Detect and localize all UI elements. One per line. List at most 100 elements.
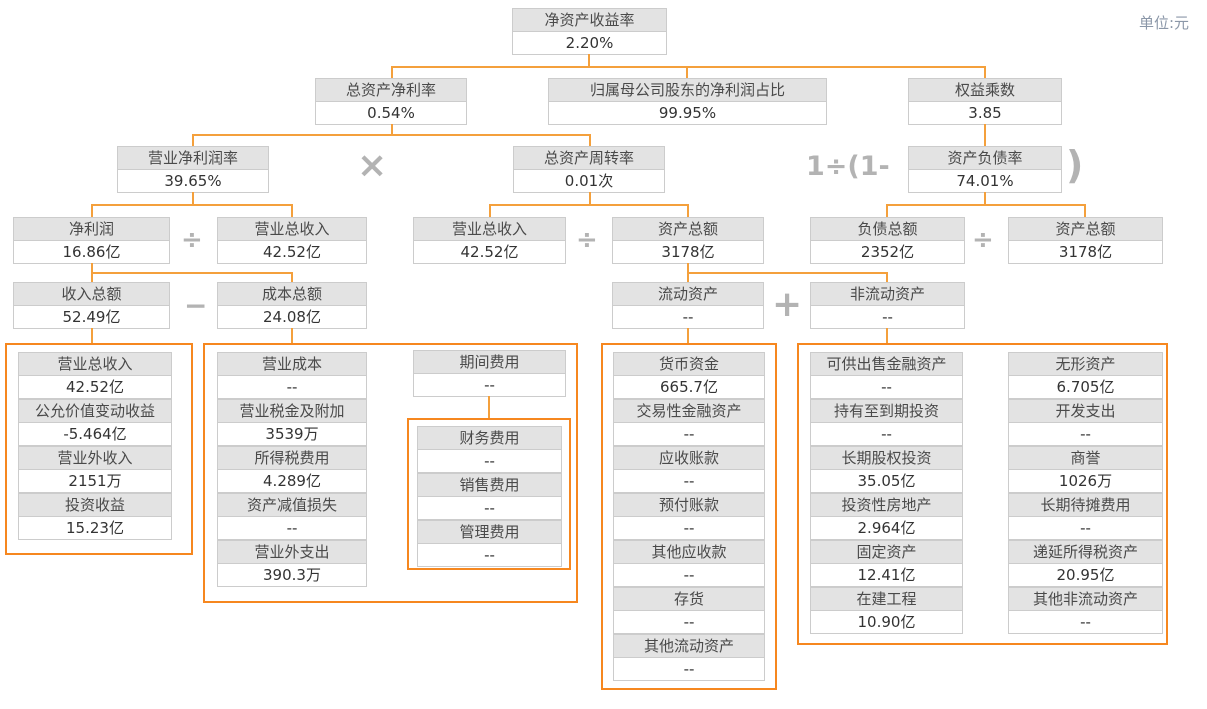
detail-item: 存货-- [613,587,765,634]
connector-line [886,204,1085,206]
connector-line [984,124,986,146]
detail-item-value: -5.464亿 [63,425,127,443]
node-total-assets-2: 资产总额 3178亿 [1008,217,1163,264]
detail-item-value: 35.05亿 [857,472,916,490]
period-expense-detail-list: 财务费用--销售费用 -- 管理费用-- [417,426,562,567]
connector-line [291,272,293,282]
node-label: 资产总额 [1009,218,1162,241]
detail-item: 管理费用-- [417,520,562,567]
connector-line [984,66,986,78]
node-label: 成本总额 [218,283,366,306]
node-noncurrent-assets: 非流动资产 -- [810,282,965,329]
node-roe-label: 净资产收益率 [513,9,666,32]
node-value: 99.95% [658,104,717,122]
detail-item-value: -- [683,472,695,490]
node-label: 营业净利润率 [118,147,268,170]
connector-line [886,328,888,343]
detail-item: 营业成本-- [217,352,367,399]
node-value: 74.01% [956,172,1014,190]
connector-line [91,272,93,282]
detail-item: 货币资金 665.7亿 [613,352,765,399]
detail-item-label: 销售费用 [418,474,561,497]
detail-item-label: 其他流动资产 [614,635,764,658]
node-value: -- [682,308,694,326]
node-debt-asset-ratio: 资产负债率 74.01% [908,146,1062,193]
node-roe-value: 2.20% [565,34,614,52]
detail-item-label: 在建工程 [811,588,962,611]
connector-line [686,66,688,78]
income-detail-group [5,343,193,555]
node-value: 42.52亿 [263,243,321,261]
node-roe: 净资产收益率 2.20% [512,8,667,55]
node-total-asset-net-margin: 总资产净利率 0.54% [315,78,467,125]
detail-item-value: 665.7亿 [660,378,718,396]
detail-item-label: 预付账款 [614,494,764,517]
detail-item: 交易性金融资产-- [613,399,765,446]
detail-item-label: 管理费用 [418,521,561,544]
detail-item-label: 可供出售金融资产 [811,353,962,376]
connector-line [91,204,293,206]
detail-item-value: -- [683,613,695,631]
node-total-asset-turnover: 总资产周转率 0.01次 [513,146,665,193]
node-label: 营业总收入 [218,218,366,241]
unit-label: 单位:元 [1138,14,1189,32]
detail-item-label: 货币资金 [614,353,764,376]
detail-item-value: -- [683,566,695,584]
detail-item: 财务费用-- [417,426,562,473]
cost-detail-group [203,343,578,603]
connector-line [588,54,590,66]
node-value: 0.54% [367,104,415,122]
detail-item-value: 10.90亿 [857,613,916,631]
connector-line [391,124,393,134]
detail-item-label: 无形资产 [1009,353,1162,376]
detail-item-value: 20.95亿 [1056,566,1115,584]
node-label: 期间费用 [414,351,565,374]
node-total-assets-1: 资产总额 3178亿 [612,217,764,264]
detail-item-label: 投资性房地产 [811,494,962,517]
detail-item: 其他非流动资产-- [1008,587,1163,634]
close-paren-formula: ) [1066,143,1084,187]
node-current-assets: 流动资产 -- [612,282,764,329]
divide-operator: ÷ [576,225,598,255]
detail-item-label: 营业税金及附加 [218,400,366,423]
period-expense-detail-group [407,418,571,570]
detail-item: 其他应收款-- [613,540,765,587]
node-period-expense: 期间费用 -- [413,350,566,397]
detail-item: 在建工程 10.90亿 [810,587,963,634]
detail-item-label: 所得税费用 [218,447,366,470]
detail-item: 应收账款 -- [613,446,765,493]
detail-item-value: -- [1080,613,1091,631]
node-income-total: 收入总额 52.49亿 [13,282,170,329]
connector-line [91,204,93,217]
detail-item: 可供出售金融资产 -- [810,352,963,399]
detail-item: 投资性房地产 2.964亿 [810,493,963,540]
node-total-liabilities: 负债总额 2352亿 [810,217,965,264]
current-assets-detail-group [601,343,777,690]
node-label: 净利润 [14,218,169,241]
node-label: 总资产周转率 [514,147,664,170]
detail-item-value: -- [881,378,892,396]
node-label: 负债总额 [811,218,964,241]
detail-item-label: 商誉 [1009,447,1162,470]
detail-item-value: 2.964亿 [857,519,916,537]
detail-item-label: 应收账款 [614,447,764,470]
connector-line [91,328,93,343]
connector-line [291,328,293,343]
detail-item-value: 3539万 [265,425,319,443]
detail-item-value: 12.41亿 [857,566,916,584]
detail-item-label: 财务费用 [418,427,561,450]
detail-item-value: -- [484,499,495,517]
detail-item-label: 固定资产 [811,541,962,564]
connector-line [192,192,194,204]
connector-line [291,204,293,217]
node-parent-profit-ratio: 归属母公司股东的净利润占比 99.95% [548,78,827,125]
node-value: 39.65% [164,172,222,190]
